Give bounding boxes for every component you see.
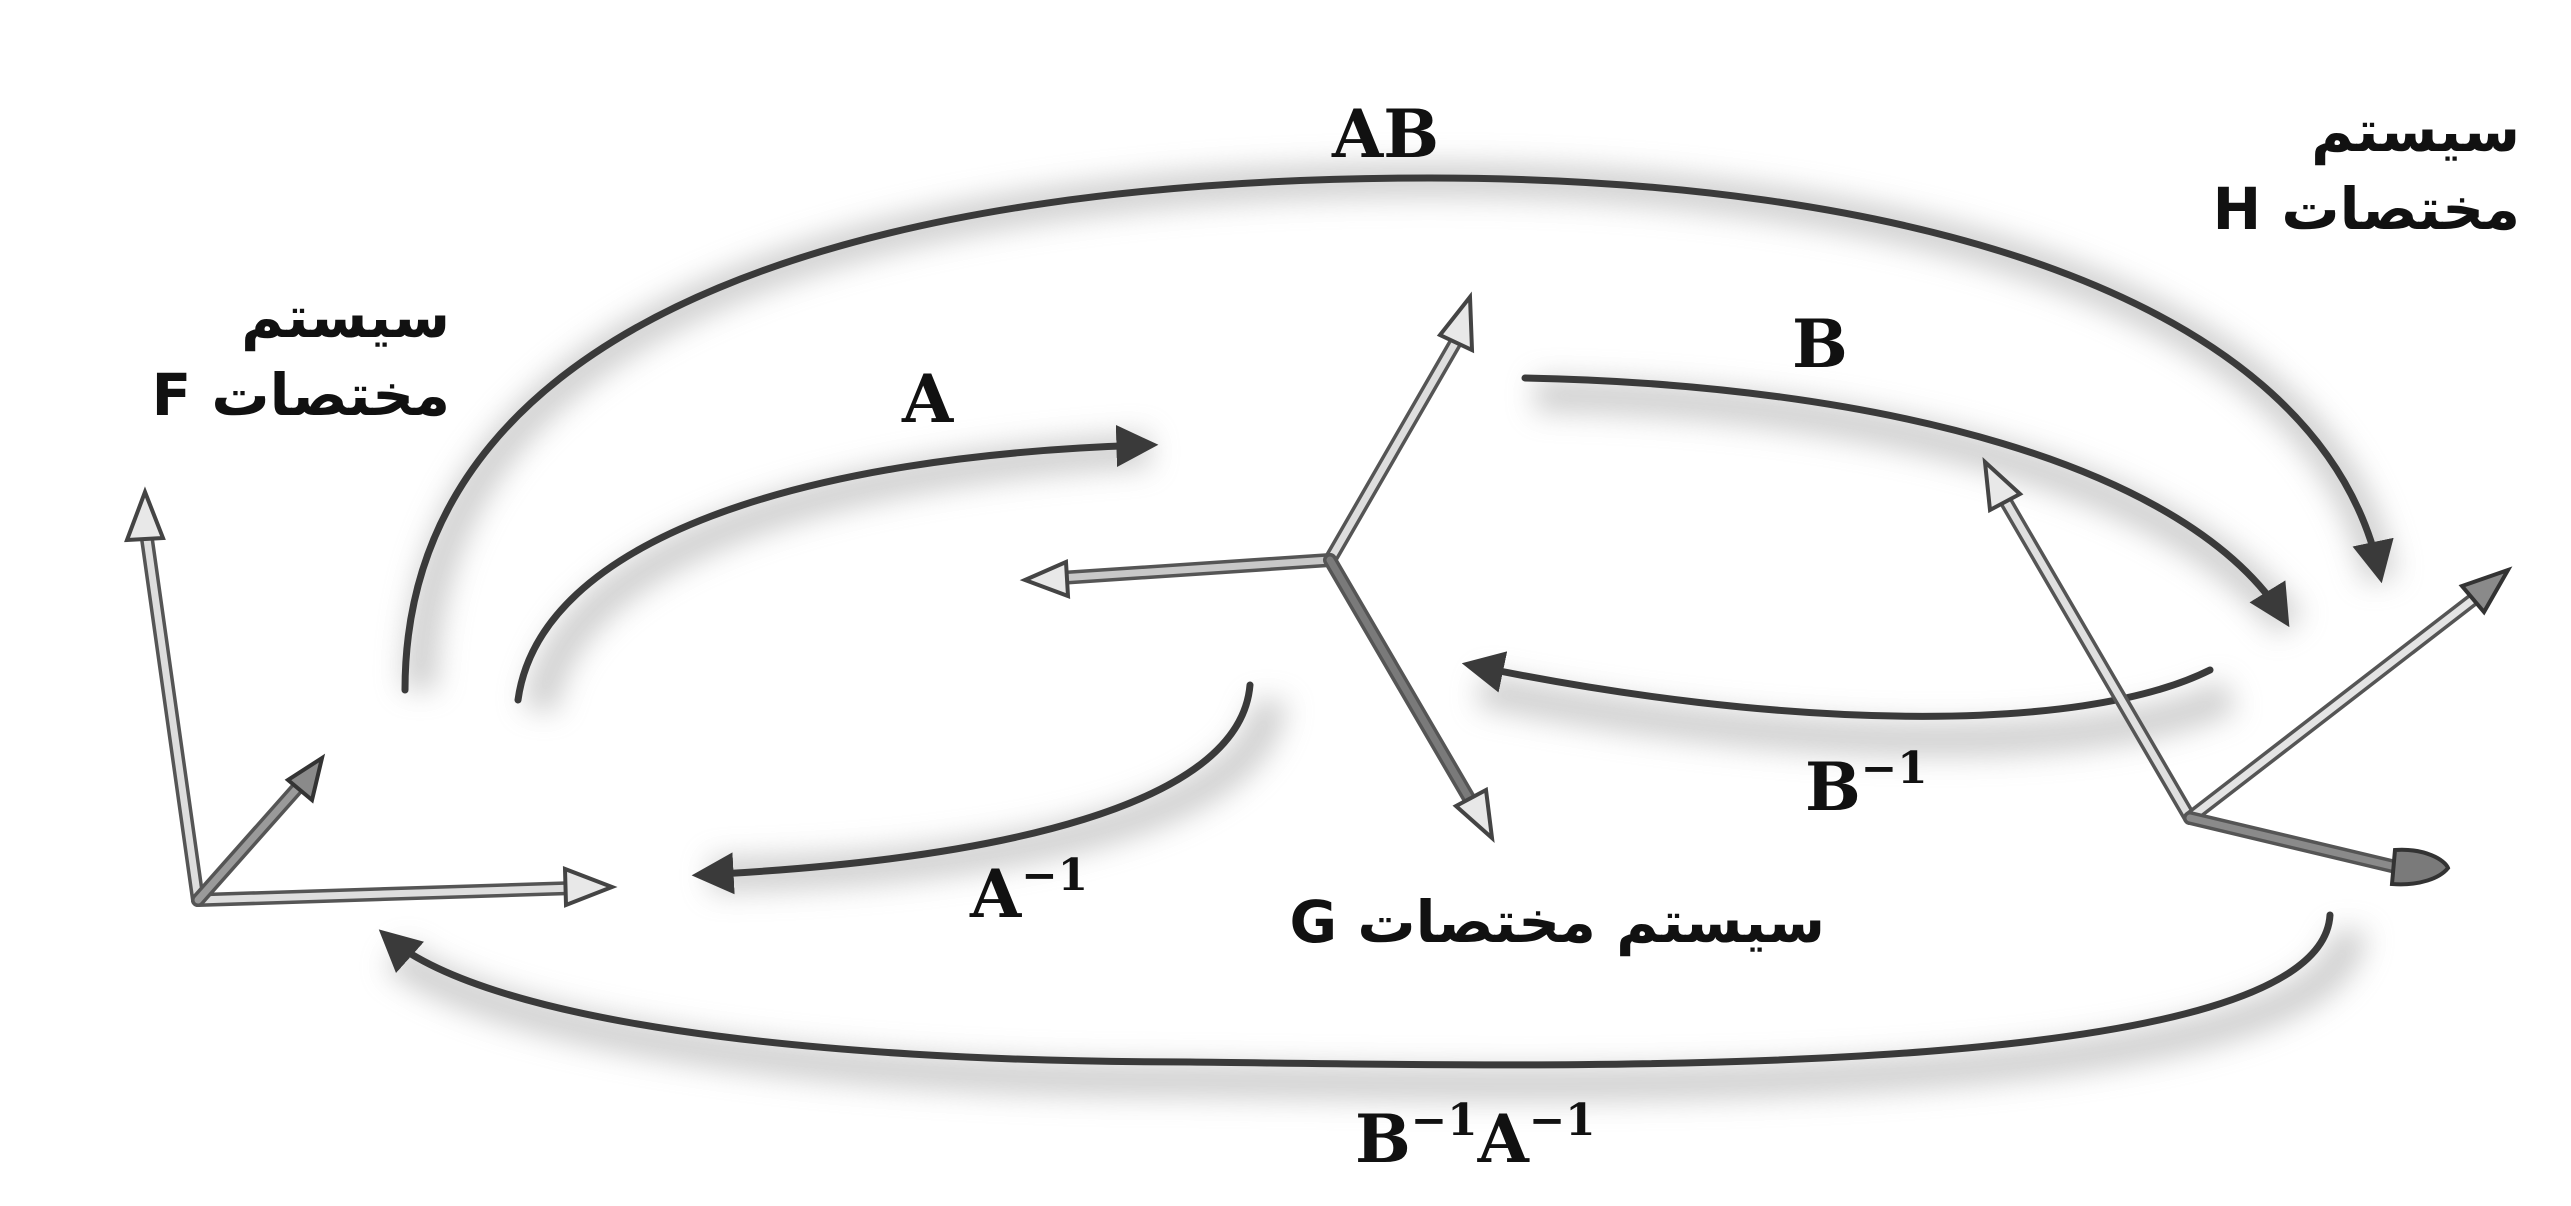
frame-h-up-arrowhead-icon <box>1982 456 2024 514</box>
label-frame-h-line1: سیستم <box>2311 97 2520 165</box>
transformation-arrows <box>378 174 2394 1069</box>
frame-f-y-arrowhead-icon <box>124 486 166 543</box>
frame-h-axes <box>1982 456 2513 887</box>
label-b-inverse-base: B <box>1805 748 1861 826</box>
label-b-inv-a-inv-b: B <box>1355 1100 1411 1178</box>
label-b-inv-a-inv: B−1A−1 <box>1355 1099 1596 1178</box>
label-b-inv-a-inv-b-exp: −1 <box>1410 1095 1478 1146</box>
label-frame-f-line1: سیستم <box>241 283 450 351</box>
frame-g-axes <box>1019 291 1495 844</box>
arrow-b-inverse <box>1461 651 2214 720</box>
label-frame-f-line2: مختصات F <box>151 361 450 430</box>
frame-g-left-arrowhead-icon <box>1019 559 1071 599</box>
label-ab: AB <box>1332 95 1439 173</box>
label-frame-f: سیستم مختصات F <box>120 278 450 435</box>
arrow-b <box>1521 374 2290 628</box>
label-a-inverse-base: A <box>970 855 1022 933</box>
arrow-a <box>514 424 1159 704</box>
frame-f-axes <box>124 486 618 908</box>
frame-h-right-arrowhead-icon <box>2458 566 2513 616</box>
frame-f-z-arrowhead-icon <box>284 753 326 804</box>
label-b-inverse: B−1 <box>1805 747 1928 826</box>
frame-g-up-arrowhead-icon <box>1436 291 1475 354</box>
label-b-inverse-exp: −1 <box>1860 743 1928 794</box>
frame-h-side-arrowhead-icon <box>2389 847 2451 887</box>
arrow-a-inverse <box>691 681 1254 895</box>
label-frame-g: سیستم مختصات G <box>1289 888 1825 956</box>
label-b-inv-a-inv-a-exp: −1 <box>1528 1095 1596 1146</box>
label-b-inv-a-inv-a: A <box>1477 1100 1529 1178</box>
arrow-b-inv-a-inv <box>378 911 2334 1069</box>
label-frame-h: سیستم مختصات H <box>2160 92 2520 249</box>
arrow-ab <box>401 174 2394 694</box>
label-a-inverse: A−1 <box>970 854 1088 933</box>
label-a: A <box>902 360 954 438</box>
label-a-inverse-exp: −1 <box>1021 850 1089 901</box>
label-b: B <box>1792 305 1848 383</box>
label-frame-h-line2: مختصات H <box>2212 175 2520 244</box>
frame-g-down-arrowhead-icon <box>1452 786 1495 844</box>
frame-f-x-arrowhead-icon <box>562 866 618 908</box>
